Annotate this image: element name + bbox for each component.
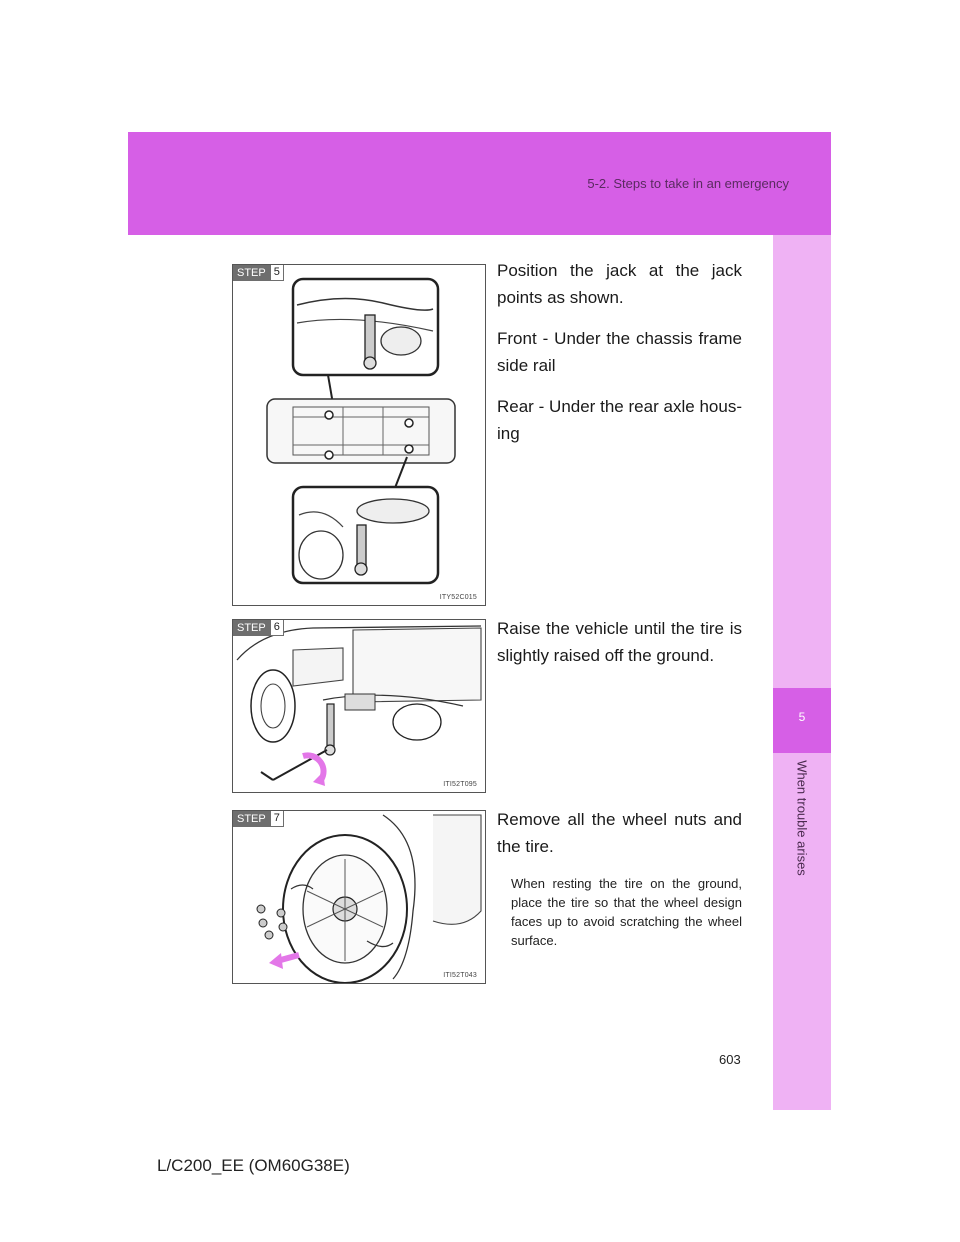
- step-number: 5: [269, 265, 284, 281]
- chapter-tab: [773, 235, 831, 1110]
- page-number: 603: [719, 1052, 741, 1067]
- figure-code: ITI52T095: [443, 781, 477, 788]
- step-5-figure: STEP 5 ITY52C015: [232, 264, 486, 606]
- figure-code: ITI52T043: [443, 972, 477, 979]
- step-6-text: Raise the vehicle until the tire is slig…: [497, 615, 742, 683]
- jack-points-illustration: [266, 277, 456, 585]
- chapter-tab-marker: [773, 688, 831, 753]
- document-code: L/C200_EE (OM60G38E): [157, 1156, 350, 1175]
- header-band: 5-2. Steps to take in an emergency: [128, 132, 831, 235]
- step-badge: STEP 6: [233, 620, 284, 636]
- step-5-paragraph: Rear - Under the rear axle hous-ing: [497, 397, 742, 443]
- step-badge: STEP 7: [233, 811, 284, 827]
- step-label: STEP: [233, 620, 270, 636]
- step-7-paragraph: Remove all the wheel nuts and the tire.: [497, 810, 742, 856]
- figure-code: ITY52C015: [439, 594, 477, 601]
- step-5-paragraph: Position the jack at the jack points as …: [497, 261, 742, 307]
- step-number: 7: [269, 811, 284, 827]
- step-5-text: Position the jack at the jack points as …: [497, 257, 742, 461]
- raise-vehicle-illustration: [236, 625, 482, 786]
- step-7-note: When resting the tire on the ground, pla…: [511, 876, 742, 948]
- step-7-figure: STEP 7 ITI52T043: [232, 810, 486, 984]
- step-7-text: Remove all the wheel nuts and the tire. …: [497, 806, 742, 950]
- section-title: 5-2. Steps to take in an emergency: [587, 176, 789, 191]
- chapter-number: 5: [798, 710, 806, 724]
- step-number: 6: [269, 620, 284, 636]
- chapter-title: When trouble arises: [794, 760, 810, 876]
- step-6-figure: STEP 6 ITI52T095: [232, 619, 486, 793]
- step-label: STEP: [233, 265, 270, 281]
- step-label: STEP: [233, 811, 270, 827]
- remove-wheel-illustration: [256, 814, 482, 983]
- step-badge: STEP 5: [233, 265, 284, 281]
- step-5-paragraph: Front - Under the chassis frame side rai…: [497, 329, 742, 375]
- step-6-paragraph: Raise the vehicle until the tire is slig…: [497, 619, 742, 665]
